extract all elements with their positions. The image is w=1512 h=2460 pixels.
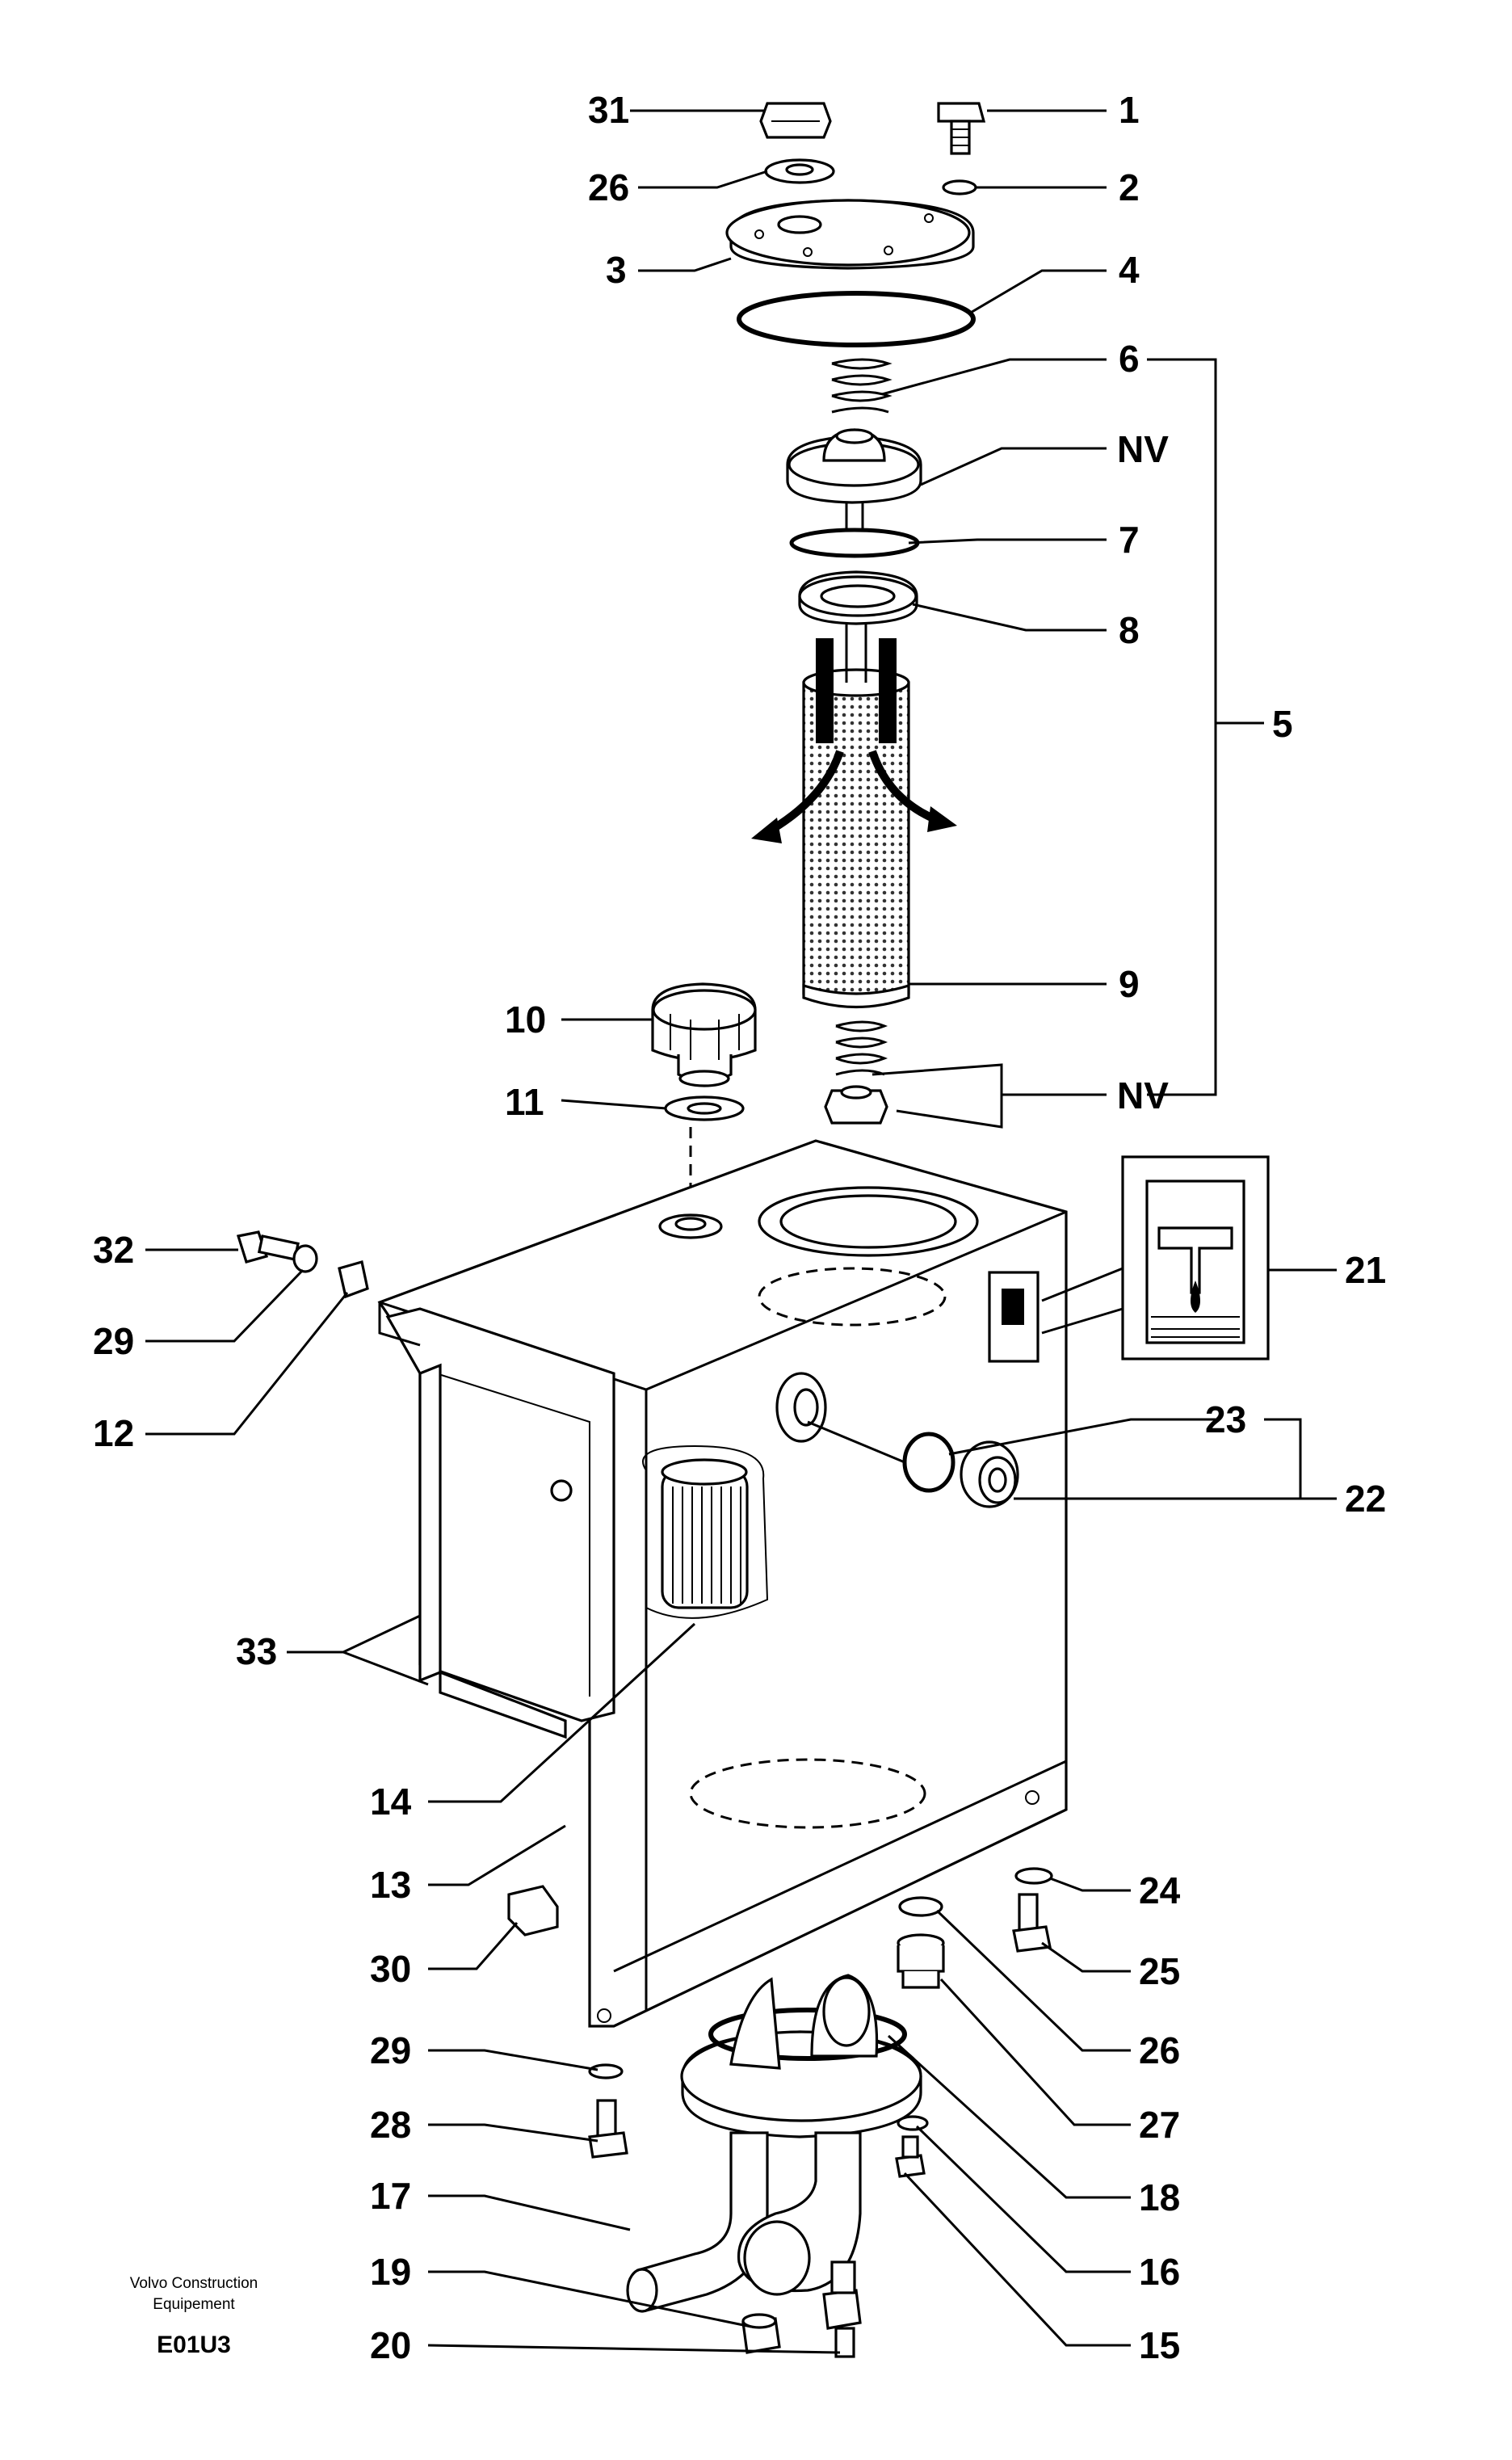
part-valve-nv: [786, 428, 922, 533]
part-return-flange-18: [680, 1974, 922, 2138]
part-o-ring-7: [789, 528, 920, 558]
part-plug-31: [759, 102, 832, 139]
part-breather-10: [651, 982, 757, 1087]
callout-labels: 31 1 26 2 3 4 6 NV 7 8 5 9 10 NV 11 32 2…: [93, 89, 1386, 2366]
callout-19: 19: [370, 2251, 411, 2293]
part-spring-6: [831, 358, 892, 414]
callout-13: 13: [370, 1864, 411, 1906]
part-cover-3: [725, 199, 975, 270]
part-plug-22: [960, 1440, 1019, 1508]
part-screw-28: [588, 2099, 628, 2159]
callout-29-bottom: 29: [370, 2029, 411, 2071]
part-washer-2: [942, 179, 977, 196]
part-strainer-14: [642, 1444, 769, 1619]
part-washer-24: [1014, 1867, 1053, 1885]
callout-1: 1: [1119, 89, 1140, 131]
callout-3: 3: [606, 249, 627, 291]
callout-27: 27: [1139, 2104, 1180, 2146]
leader-lines: [145, 109, 1337, 2354]
callout-26-top: 26: [588, 166, 629, 208]
callout-26-bottom: 26: [1139, 2029, 1180, 2071]
part-seal-8: [798, 570, 918, 625]
part-o-ring-4: [737, 291, 976, 347]
callout-17: 17: [370, 2175, 411, 2217]
footer-drawing-code: E01U3: [157, 2332, 231, 2358]
part-screw-15: [895, 2135, 926, 2178]
callout-14: 14: [370, 1781, 412, 1823]
callout-nv-bottom: NV: [1117, 1074, 1169, 1116]
callout-31: 31: [588, 89, 629, 131]
footer-maker-line1: Volvo Construction: [130, 2275, 258, 2292]
callout-9: 9: [1119, 963, 1140, 1005]
callout-28: 28: [370, 2104, 411, 2146]
callout-nv-top: NV: [1117, 428, 1169, 470]
part-spring-nut-nv: [824, 1020, 888, 1125]
part-screw-1: [937, 102, 986, 155]
callout-23: 23: [1205, 1398, 1246, 1440]
callout-16: 16: [1139, 2251, 1180, 2293]
callout-25: 25: [1139, 1950, 1180, 1992]
callout-8: 8: [1119, 609, 1140, 651]
part-washer-26-bottom: [898, 1896, 943, 1917]
part-screw-25: [1012, 1893, 1052, 1953]
callout-22: 22: [1345, 1478, 1386, 1520]
callout-20: 20: [370, 2324, 411, 2366]
callout-21: 21: [1345, 1249, 1386, 1291]
part-washer-16: [897, 2115, 929, 2131]
footer-maker-line2: Equipement: [153, 2296, 235, 2313]
part-nut-30: [507, 1885, 559, 1936]
part-o-ring-23: [902, 1432, 956, 1493]
callout-24: 24: [1139, 1869, 1181, 1911]
part-pipe-17: [626, 2131, 862, 2313]
callout-30: 30: [370, 1948, 411, 1990]
part-bolt-32: [236, 1230, 300, 1264]
callout-5: 5: [1272, 703, 1293, 745]
part-fitting-20: [822, 2260, 862, 2358]
part-clip-12: [338, 1259, 369, 1299]
part-filter-element-9: [751, 622, 957, 1009]
callout-29-top: 29: [93, 1320, 134, 1362]
callout-6: 6: [1119, 338, 1140, 380]
part-fitting-27: [897, 1933, 945, 1989]
part-level-indicator-21: [1121, 1155, 1270, 1360]
callout-33: 33: [236, 1630, 277, 1672]
part-washer-29-bottom: [588, 2063, 624, 2079]
callout-12: 12: [93, 1412, 134, 1454]
callout-32: 32: [93, 1229, 134, 1271]
callout-11: 11: [505, 1081, 544, 1123]
footer-reference: Volvo Construction Equipement E01U3: [130, 2275, 258, 2358]
part-fitting-19: [741, 2313, 781, 2354]
callout-15: 15: [1139, 2324, 1180, 2366]
callout-4: 4: [1119, 249, 1140, 291]
callout-10: 10: [505, 999, 546, 1041]
callout-7: 7: [1119, 519, 1140, 561]
part-side-panel-33: [378, 1302, 615, 1739]
part-washer-29-top: [292, 1244, 318, 1273]
callout-2: 2: [1119, 166, 1140, 208]
callout-18: 18: [1139, 2176, 1180, 2218]
